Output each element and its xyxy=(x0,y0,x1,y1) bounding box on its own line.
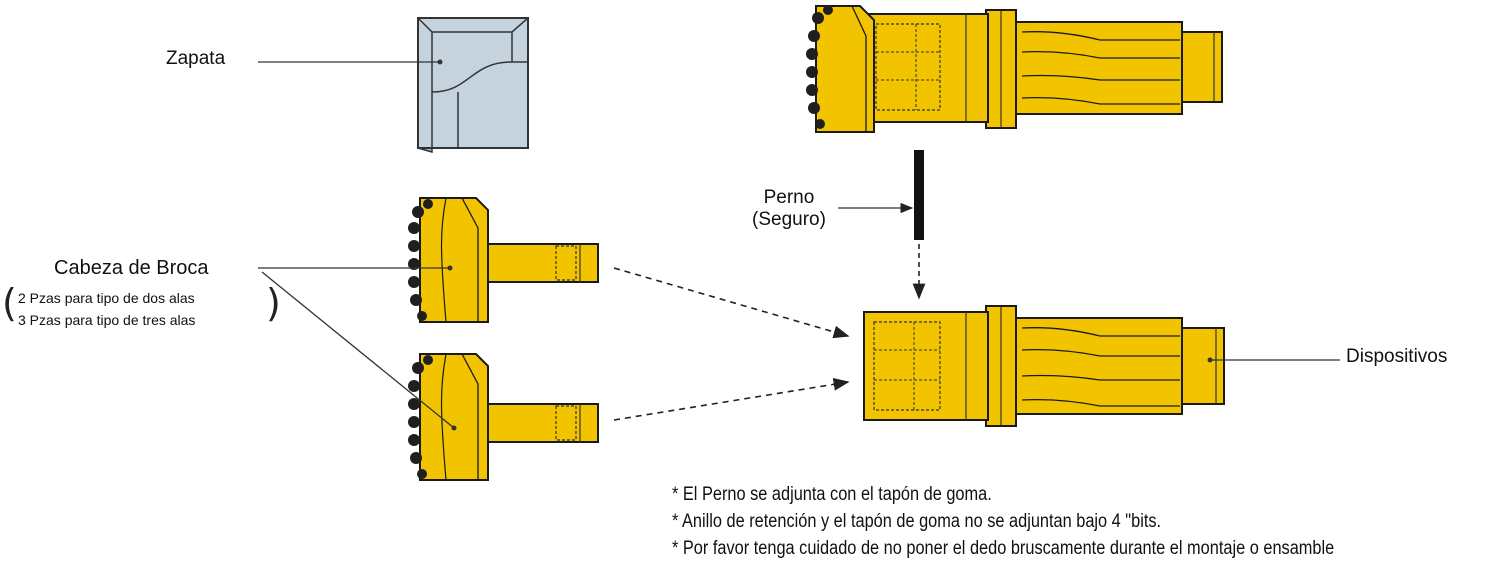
cabeza-label: Cabeza de Broca xyxy=(54,257,209,280)
note-2: * Anillo de retención y el tapón de goma… xyxy=(672,511,1161,533)
note-1: * El Perno se adjunta con el tapón de go… xyxy=(672,484,992,506)
note-3: * Por favor tenga cuidado de no poner el… xyxy=(672,538,1334,560)
bit-head-upper xyxy=(408,198,598,322)
cabeza-sub-line2: 3 Pzas para tipo de tres alas xyxy=(18,312,195,328)
bit-head-lower xyxy=(408,354,598,480)
arrow-upper-bit xyxy=(614,268,848,336)
perno-label-line2: (Seguro) xyxy=(752,209,826,231)
dispositivos-label: Dispositivos xyxy=(1346,346,1447,368)
dispositivos-part xyxy=(864,306,1224,426)
close-paren-glyph: ) xyxy=(266,281,281,325)
open-paren-glyph: ( xyxy=(2,281,17,325)
cabeza-sub-line1: 2 Pzas para tipo de dos alas xyxy=(18,290,195,306)
perno-label: Perno (Seguro) xyxy=(752,187,826,231)
zapata-part xyxy=(418,18,528,152)
perno-pin xyxy=(914,150,924,240)
arrow-lower-bit xyxy=(614,382,848,420)
perno-label-line1: Perno xyxy=(752,187,826,209)
zapata-label: Zapata xyxy=(166,48,225,70)
assembled-tool-top xyxy=(806,5,1222,132)
